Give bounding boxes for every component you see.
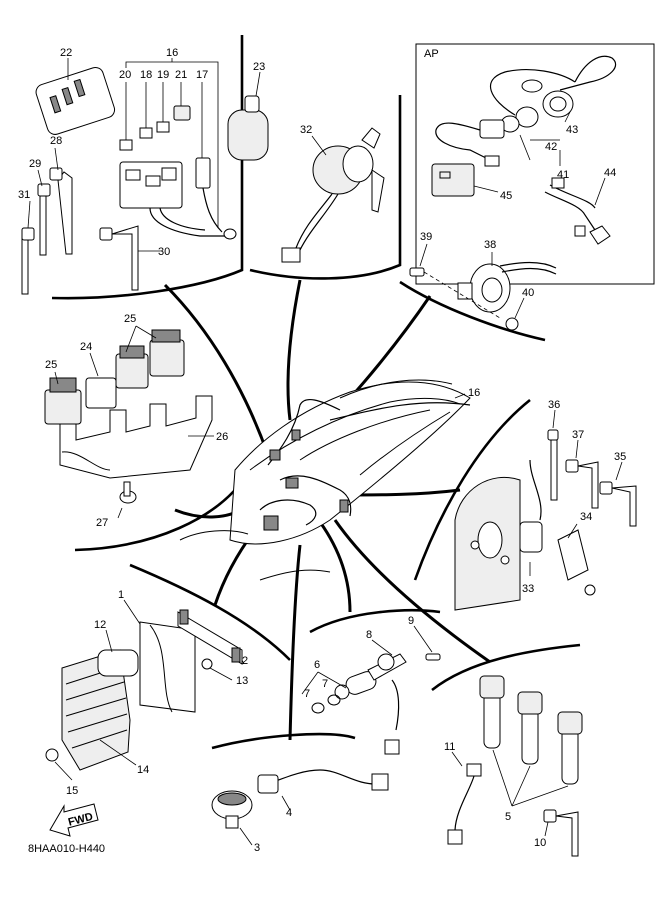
fuse-box-group: 22 16 20 18 19 21 17 23 — [18, 47, 269, 295]
callout-1: 1 — [118, 589, 124, 601]
callout-21: 21 — [175, 69, 187, 81]
callout-9: 9 — [408, 615, 414, 627]
callout-25-left: 25 — [45, 359, 57, 371]
callout-38: 38 — [484, 239, 496, 251]
callout-16-hull: 16 — [468, 387, 480, 399]
callout-40: 40 — [522, 287, 534, 299]
callout-3: 3 — [254, 842, 260, 854]
callout-16-top: 16 — [166, 47, 178, 59]
callout-34: 34 — [580, 511, 592, 523]
callout-33: 33 — [522, 583, 534, 595]
callout-29: 29 — [29, 158, 41, 170]
callout-12: 12 — [94, 619, 106, 631]
callout-39: 39 — [420, 231, 432, 243]
callout-15: 15 — [66, 785, 78, 797]
callout-32: 32 — [300, 124, 312, 136]
callout-24: 24 — [80, 341, 92, 353]
callout-27: 27 — [96, 517, 108, 529]
callout-14: 14 — [137, 764, 149, 776]
sensor-bracket-group: 34 33 36 37 35 — [454, 399, 637, 611]
switch-38-group: 38 39 40 — [409, 231, 557, 331]
callout-28: 28 — [50, 135, 62, 147]
group-border-lines — [51, 35, 581, 750]
callout-20: 20 — [119, 69, 131, 81]
rectifier-group: 1 2 12 13 14 15 — [45, 589, 248, 797]
hull-wiring-view: 16 — [179, 379, 480, 581]
callout-22: 22 — [60, 47, 72, 59]
ap-label: AP — [424, 48, 439, 60]
callout-42: 42 — [545, 141, 557, 153]
callout-4: 4 — [286, 807, 292, 819]
callout-18: 18 — [140, 69, 152, 81]
callout-7-left: 7 — [304, 688, 310, 700]
callout-10: 10 — [534, 837, 546, 849]
callout-26: 26 — [216, 431, 228, 443]
callout-30: 30 — [158, 246, 170, 258]
callout-5: 5 — [505, 811, 511, 823]
callout-41: 41 — [557, 169, 569, 181]
fwd-arrow: FWD — [49, 803, 99, 837]
callout-43: 43 — [566, 124, 578, 136]
callout-11: 11 — [444, 741, 455, 753]
callout-23: 23 — [253, 61, 265, 73]
callout-25-top: 25 — [124, 313, 136, 325]
callout-31: 31 — [18, 189, 30, 201]
callout-37: 37 — [572, 429, 584, 441]
pressure-switch-group: 4 3 — [211, 769, 389, 854]
callout-35: 35 — [614, 451, 626, 463]
callout-8: 8 — [366, 629, 372, 641]
key-switch-group: 32 — [281, 124, 385, 263]
callout-13: 13 — [236, 675, 248, 687]
callout-17: 17 — [196, 69, 208, 81]
callout-44: 44 — [604, 167, 616, 179]
callout-6: 6 — [314, 659, 320, 671]
callout-19: 19 — [157, 69, 169, 81]
callout-36: 36 — [548, 399, 560, 411]
sensor-6-9-group: 8 9 6 7 7 — [301, 615, 441, 755]
diagram-code: 8HAA010-H440 — [28, 843, 105, 855]
ignition-coil-group: 5 11 10 — [444, 675, 583, 857]
callout-7-right: 7 — [322, 678, 328, 690]
ap-kit-panel: AP 43 42 41 44 45 — [415, 43, 655, 285]
callout-2: 2 — [242, 655, 248, 667]
callout-45: 45 — [500, 190, 512, 202]
relay-group: 25 25 24 26 27 — [44, 313, 228, 529]
